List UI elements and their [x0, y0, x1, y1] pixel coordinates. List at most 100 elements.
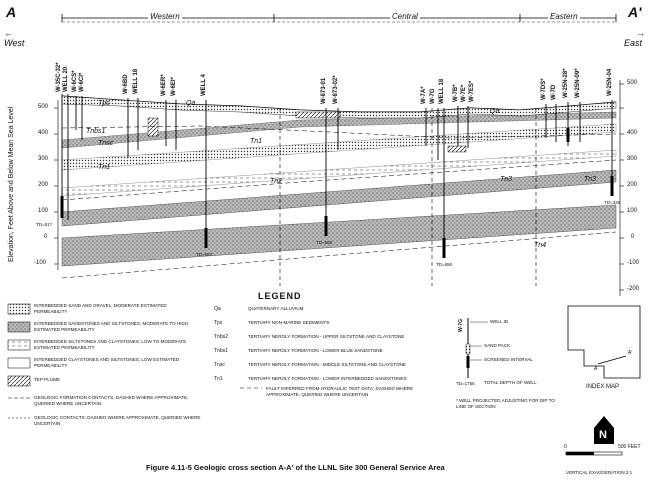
- right-axis: [619, 80, 624, 296]
- legend-swatch-sandstone: [7, 321, 31, 333]
- index-map-label-a: A: [594, 366, 598, 372]
- legend-sand-pack-symbol: [465, 343, 471, 355]
- legend-text-formation-contact: GEOLOGIC FORMATION CONTACTS; DASHED WHER…: [34, 395, 189, 406]
- unit-label: Qa: [186, 100, 196, 107]
- well-label: W-7D: [551, 84, 557, 100]
- left-tick-label: -100: [34, 260, 47, 266]
- layer-sandstone-middle: [61, 169, 617, 227]
- legend-code-desc: TERTIARY NEROLY FORMATION - UPPER SILTST…: [248, 334, 405, 339]
- well-label: W-7G: [430, 88, 436, 104]
- total-depth-label: TD=657: [196, 252, 213, 257]
- well-label: W-6CI*: [79, 72, 85, 92]
- well-label: W-6BD: [123, 74, 129, 94]
- legend-code: Tnbs1: [214, 348, 228, 354]
- unit-label: Tps: [98, 100, 110, 107]
- section-start-letter: A: [6, 4, 17, 20]
- layer-sandstone-lower: [61, 204, 617, 267]
- total-depth-label: TD=650: [436, 262, 453, 267]
- total-depth-label: TD=329: [604, 200, 621, 205]
- legend-swatch-sand-gravel: [7, 303, 31, 315]
- north-arrow-base: [594, 428, 614, 444]
- scale-zero: 0: [564, 444, 567, 450]
- legend-code-desc: TERTIARY NEROLY FORMATION - LOWER BLUE S…: [248, 348, 383, 353]
- unit-label: Tnbs1: [86, 128, 106, 135]
- east-direction: East: [624, 38, 643, 48]
- legend-swatch-claystone: [7, 357, 31, 369]
- legend-code-desc: QUATERNARY ALLUVIUM: [248, 306, 304, 311]
- legend-well-text: WELL ID: [490, 319, 509, 324]
- right-tick-label: 300: [627, 156, 638, 162]
- zone-label-western: Western: [148, 12, 182, 21]
- east-arrow-icon: →: [636, 28, 645, 38]
- legend-text-claystone: INTERBEDDED CLAYSTONES AND SILTSTONES; L…: [34, 357, 180, 368]
- legend-swatch-siltstone: [7, 339, 31, 351]
- legend-text-sand-gravel: INTERBEDDED SAND AND GRAVEL; MODERATE ES…: [34, 303, 167, 314]
- legend-td-text: TOTAL DEPTH OF WELL: [484, 380, 537, 385]
- north-label: N: [599, 429, 607, 441]
- well-label: W-25N-04: [607, 68, 613, 96]
- legend-swatch-tep-plume: [7, 375, 31, 387]
- legend-code-desc: TERTIARY NON-MARINE SEDIMENTS: [248, 320, 330, 325]
- legend-text-contact: GEOLOGIC CONTACTS; DASHED WHERE APPROXIM…: [34, 415, 201, 426]
- well-label: WELL 4: [201, 74, 207, 96]
- well-label: W-6CS*: [72, 70, 78, 92]
- figure-caption: Figure 4.11-5 Geologic cross section A-A…: [146, 463, 445, 472]
- formation-contact: [61, 159, 617, 201]
- legend-code: Qa: [214, 306, 221, 312]
- well-label: W-35C-32*: [56, 62, 62, 92]
- left-tick-label: 200: [38, 182, 49, 188]
- index-map-title: INDEX MAP: [586, 384, 620, 390]
- legend-fault-note: FAULT INFERRED FROM HYDRAULIC TEST DATA;…: [266, 386, 414, 397]
- formation-contact: [61, 231, 617, 279]
- left-tick-label: 400: [38, 130, 49, 136]
- legend-code: Tps: [214, 320, 223, 326]
- index-map-label-a2: A': [628, 350, 633, 356]
- unit-label: Tn3: [500, 176, 513, 183]
- well-label: W-7ES*: [469, 80, 475, 102]
- section-end-letter: A': [628, 4, 642, 20]
- well-label: WELL 18: [133, 68, 139, 94]
- legend-text-tep-plume: TEP PLUME: [34, 377, 60, 382]
- legend-code-desc: TERTIARY NEROLY FORMATION - MIDDLE SILTS…: [248, 362, 406, 367]
- well-label: W-7B*: [453, 84, 459, 102]
- left-tick-label: 0: [44, 234, 48, 240]
- legend-well-id: W-7G: [458, 319, 464, 332]
- well-label: W-873-02*: [333, 75, 339, 104]
- tep-plume-west: [147, 117, 159, 137]
- legend-code: Tnbs2: [214, 334, 228, 340]
- scale-bar-fill: [566, 452, 594, 455]
- unit-label: Tnsc: [98, 140, 114, 147]
- right-tick-label: 100: [627, 208, 638, 214]
- unit-label: Qa: [490, 108, 500, 115]
- west-arrow-icon: ←: [4, 28, 13, 38]
- zone-label-eastern: Eastern: [548, 12, 580, 21]
- right-tick-label: 400: [627, 130, 638, 136]
- right-tick-label: 200: [627, 182, 638, 188]
- north-arrow-icon: [594, 416, 614, 428]
- unit-label: Tn4: [534, 242, 547, 249]
- screened-intervals: [60, 128, 614, 258]
- legend-code-desc: TERTIARY NEROLY FORMATION - LOWER INTERB…: [248, 376, 407, 381]
- right-tick-label: -200: [627, 286, 640, 292]
- well-label: W-7E*: [461, 84, 467, 102]
- index-map-section-line: [597, 355, 627, 365]
- left-tick-label: 100: [38, 208, 49, 214]
- west-direction: West: [4, 38, 25, 48]
- left-tick-label: 300: [38, 156, 49, 162]
- left-axis: [54, 100, 59, 270]
- right-tick-label: 500: [627, 80, 638, 86]
- index-map-outline: [567, 305, 641, 379]
- legend-title: LEGEND: [258, 291, 302, 301]
- elevation-axis-title: Elevation, Feet Above and Below Mean Sea…: [8, 106, 15, 262]
- total-depth-label: TD=660: [316, 240, 333, 245]
- well-label: W-7DS*: [541, 78, 547, 100]
- well-label: W-6EI*: [171, 77, 177, 96]
- legend-text-siltstone: INTERBEDDED SILTSTONES AND CLAYSTONES; L…: [34, 339, 187, 350]
- scale-note: VERTICAL EXAGGERATION 2:1: [566, 470, 633, 475]
- formation-contact: [61, 125, 617, 139]
- total-depth-label: TD=517: [36, 222, 53, 227]
- left-tick-label: 500: [38, 104, 49, 110]
- right-tick-label: 0: [631, 234, 635, 240]
